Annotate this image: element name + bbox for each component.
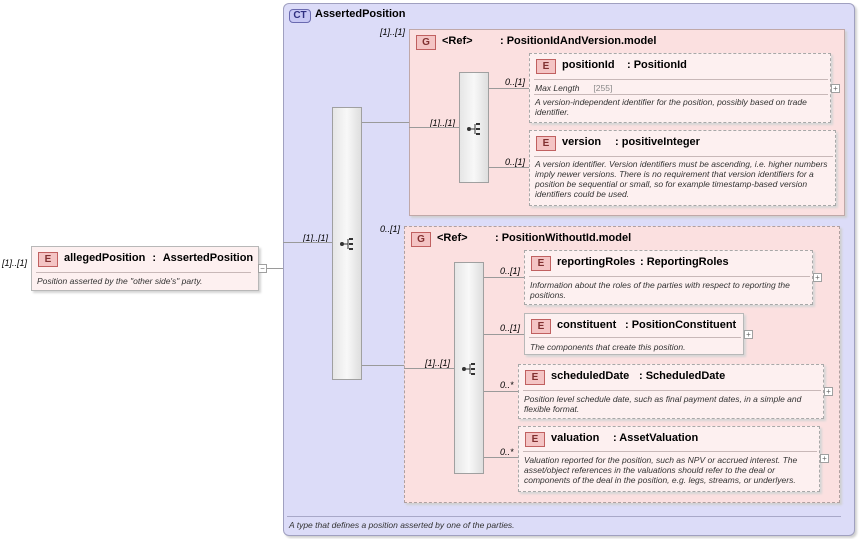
sequence-cardinality: [1]..[1] xyxy=(425,358,451,368)
connector-line xyxy=(489,167,529,168)
element-valuation[interactable]: E valuation : AssetValuation Valuation r… xyxy=(518,426,820,492)
facet-label: Max Length xyxy=(535,83,580,93)
element-type: : ScheduledDate xyxy=(639,370,726,382)
element-description: A version-independent identifier for the… xyxy=(535,97,807,117)
element-type: : PositionConstituent xyxy=(625,319,737,331)
element-scheduleddate[interactable]: E scheduledDate : ScheduledDate Position… xyxy=(518,364,824,419)
element-cardinality: 0..[1] xyxy=(505,157,526,167)
element-name: constituent xyxy=(557,319,617,331)
divider xyxy=(36,272,251,273)
sequence-icon xyxy=(340,238,353,250)
element-description: The components that create this position… xyxy=(530,342,686,352)
group1-cardinality: [1]..[1] xyxy=(380,27,406,37)
element-description: Valuation reported for the position, suc… xyxy=(524,455,798,485)
element-reportingroles[interactable]: E reportingRoles : ReportingRoles Inform… xyxy=(524,250,813,305)
divider xyxy=(534,156,833,157)
divider xyxy=(523,390,821,391)
root-element-type: AssertedPosition xyxy=(162,252,254,264)
element-cardinality: 0..* xyxy=(500,447,514,457)
connector-line xyxy=(362,122,410,123)
root-cardinality: [1]..[1] xyxy=(2,258,28,268)
sequence-compositor[interactable] xyxy=(332,107,362,380)
element-name: positionId xyxy=(562,59,615,71)
group-ref-label: <Ref> xyxy=(437,232,468,244)
element-badge: E xyxy=(38,252,58,267)
element-version[interactable]: E version : positiveInteger A version id… xyxy=(529,130,836,206)
group2-cardinality: 0..[1] xyxy=(380,224,401,234)
element-badge: E xyxy=(531,256,551,271)
expand-toggle-icon[interactable]: + xyxy=(813,273,822,282)
element-cardinality: 0..[1] xyxy=(505,77,526,87)
root-element-card[interactable]: E allegedPosition : AssertedPosition Pos… xyxy=(31,246,259,291)
complex-type-description: A type that defines a position asserted … xyxy=(289,520,515,530)
connector-line xyxy=(484,391,518,392)
connector-line xyxy=(267,268,283,269)
element-cardinality: 0..[1] xyxy=(500,323,521,333)
group-name: : PositionIdAndVersion.model xyxy=(500,35,657,47)
divider xyxy=(529,337,741,338)
group-badge: G xyxy=(416,35,436,50)
complex-type-badge: CT xyxy=(289,9,311,23)
divider xyxy=(523,451,817,452)
connector-line xyxy=(404,368,454,369)
facet-value: [255] xyxy=(593,83,613,93)
element-description: Information about the roles of the parti… xyxy=(530,280,790,300)
connector-line xyxy=(409,127,459,128)
element-type: : PositionId xyxy=(627,59,687,71)
element-type: : AssetValuation xyxy=(613,432,699,444)
element-name: reportingRoles xyxy=(557,256,636,268)
connector-line xyxy=(484,277,524,278)
element-cardinality: 0..* xyxy=(500,380,514,390)
sequence-cardinality: [1]..[1] xyxy=(303,233,329,243)
divider xyxy=(529,276,810,277)
connector-line xyxy=(283,242,332,243)
element-type: : ReportingRoles xyxy=(640,256,729,268)
element-name: version xyxy=(562,136,602,148)
sequence-icon xyxy=(462,363,475,375)
divider xyxy=(287,516,841,517)
sequence-compositor[interactable] xyxy=(459,72,489,183)
element-badge: E xyxy=(536,59,556,74)
element-name: valuation xyxy=(551,432,600,444)
sequence-compositor[interactable] xyxy=(454,262,484,474)
group-name: : PositionWithoutId.model xyxy=(495,232,632,244)
element-cardinality: 0..[1] xyxy=(500,266,521,276)
root-element-name: allegedPosition xyxy=(64,252,146,264)
root-description: Position asserted by the "other side's" … xyxy=(37,276,203,286)
complex-type-name: AssertedPosition xyxy=(315,8,406,20)
sequence-cardinality: [1]..[1] xyxy=(430,118,456,128)
connector-line xyxy=(489,88,529,89)
connector-line xyxy=(362,365,404,366)
connector-line xyxy=(484,457,518,458)
element-constituent[interactable]: E constituent : PositionConstituent The … xyxy=(524,313,744,355)
connector-line xyxy=(484,334,524,335)
element-description: Position level schedule date, such as fi… xyxy=(524,394,802,414)
element-badge: E xyxy=(525,370,545,385)
expand-toggle-icon[interactable]: + xyxy=(831,84,840,93)
element-type: : positiveInteger xyxy=(615,136,700,148)
expand-toggle-icon[interactable]: + xyxy=(820,454,829,463)
group-badge: G xyxy=(411,232,431,247)
expand-toggle-icon[interactable]: + xyxy=(744,330,753,339)
expand-toggle-icon[interactable]: + xyxy=(824,387,833,396)
element-badge: E xyxy=(531,319,551,334)
divider xyxy=(534,94,828,95)
element-positionid[interactable]: E positionId : PositionId Max Length [255… xyxy=(529,53,831,123)
element-badge: E xyxy=(525,432,545,447)
element-name: scheduledDate xyxy=(551,370,630,382)
element-description: A version identifier. Version identifier… xyxy=(535,159,828,199)
collapse-toggle-icon[interactable]: − xyxy=(258,264,267,273)
sequence-icon xyxy=(467,123,480,135)
element-badge: E xyxy=(536,136,556,151)
group-ref-label: <Ref> xyxy=(442,35,473,47)
divider xyxy=(534,79,828,80)
